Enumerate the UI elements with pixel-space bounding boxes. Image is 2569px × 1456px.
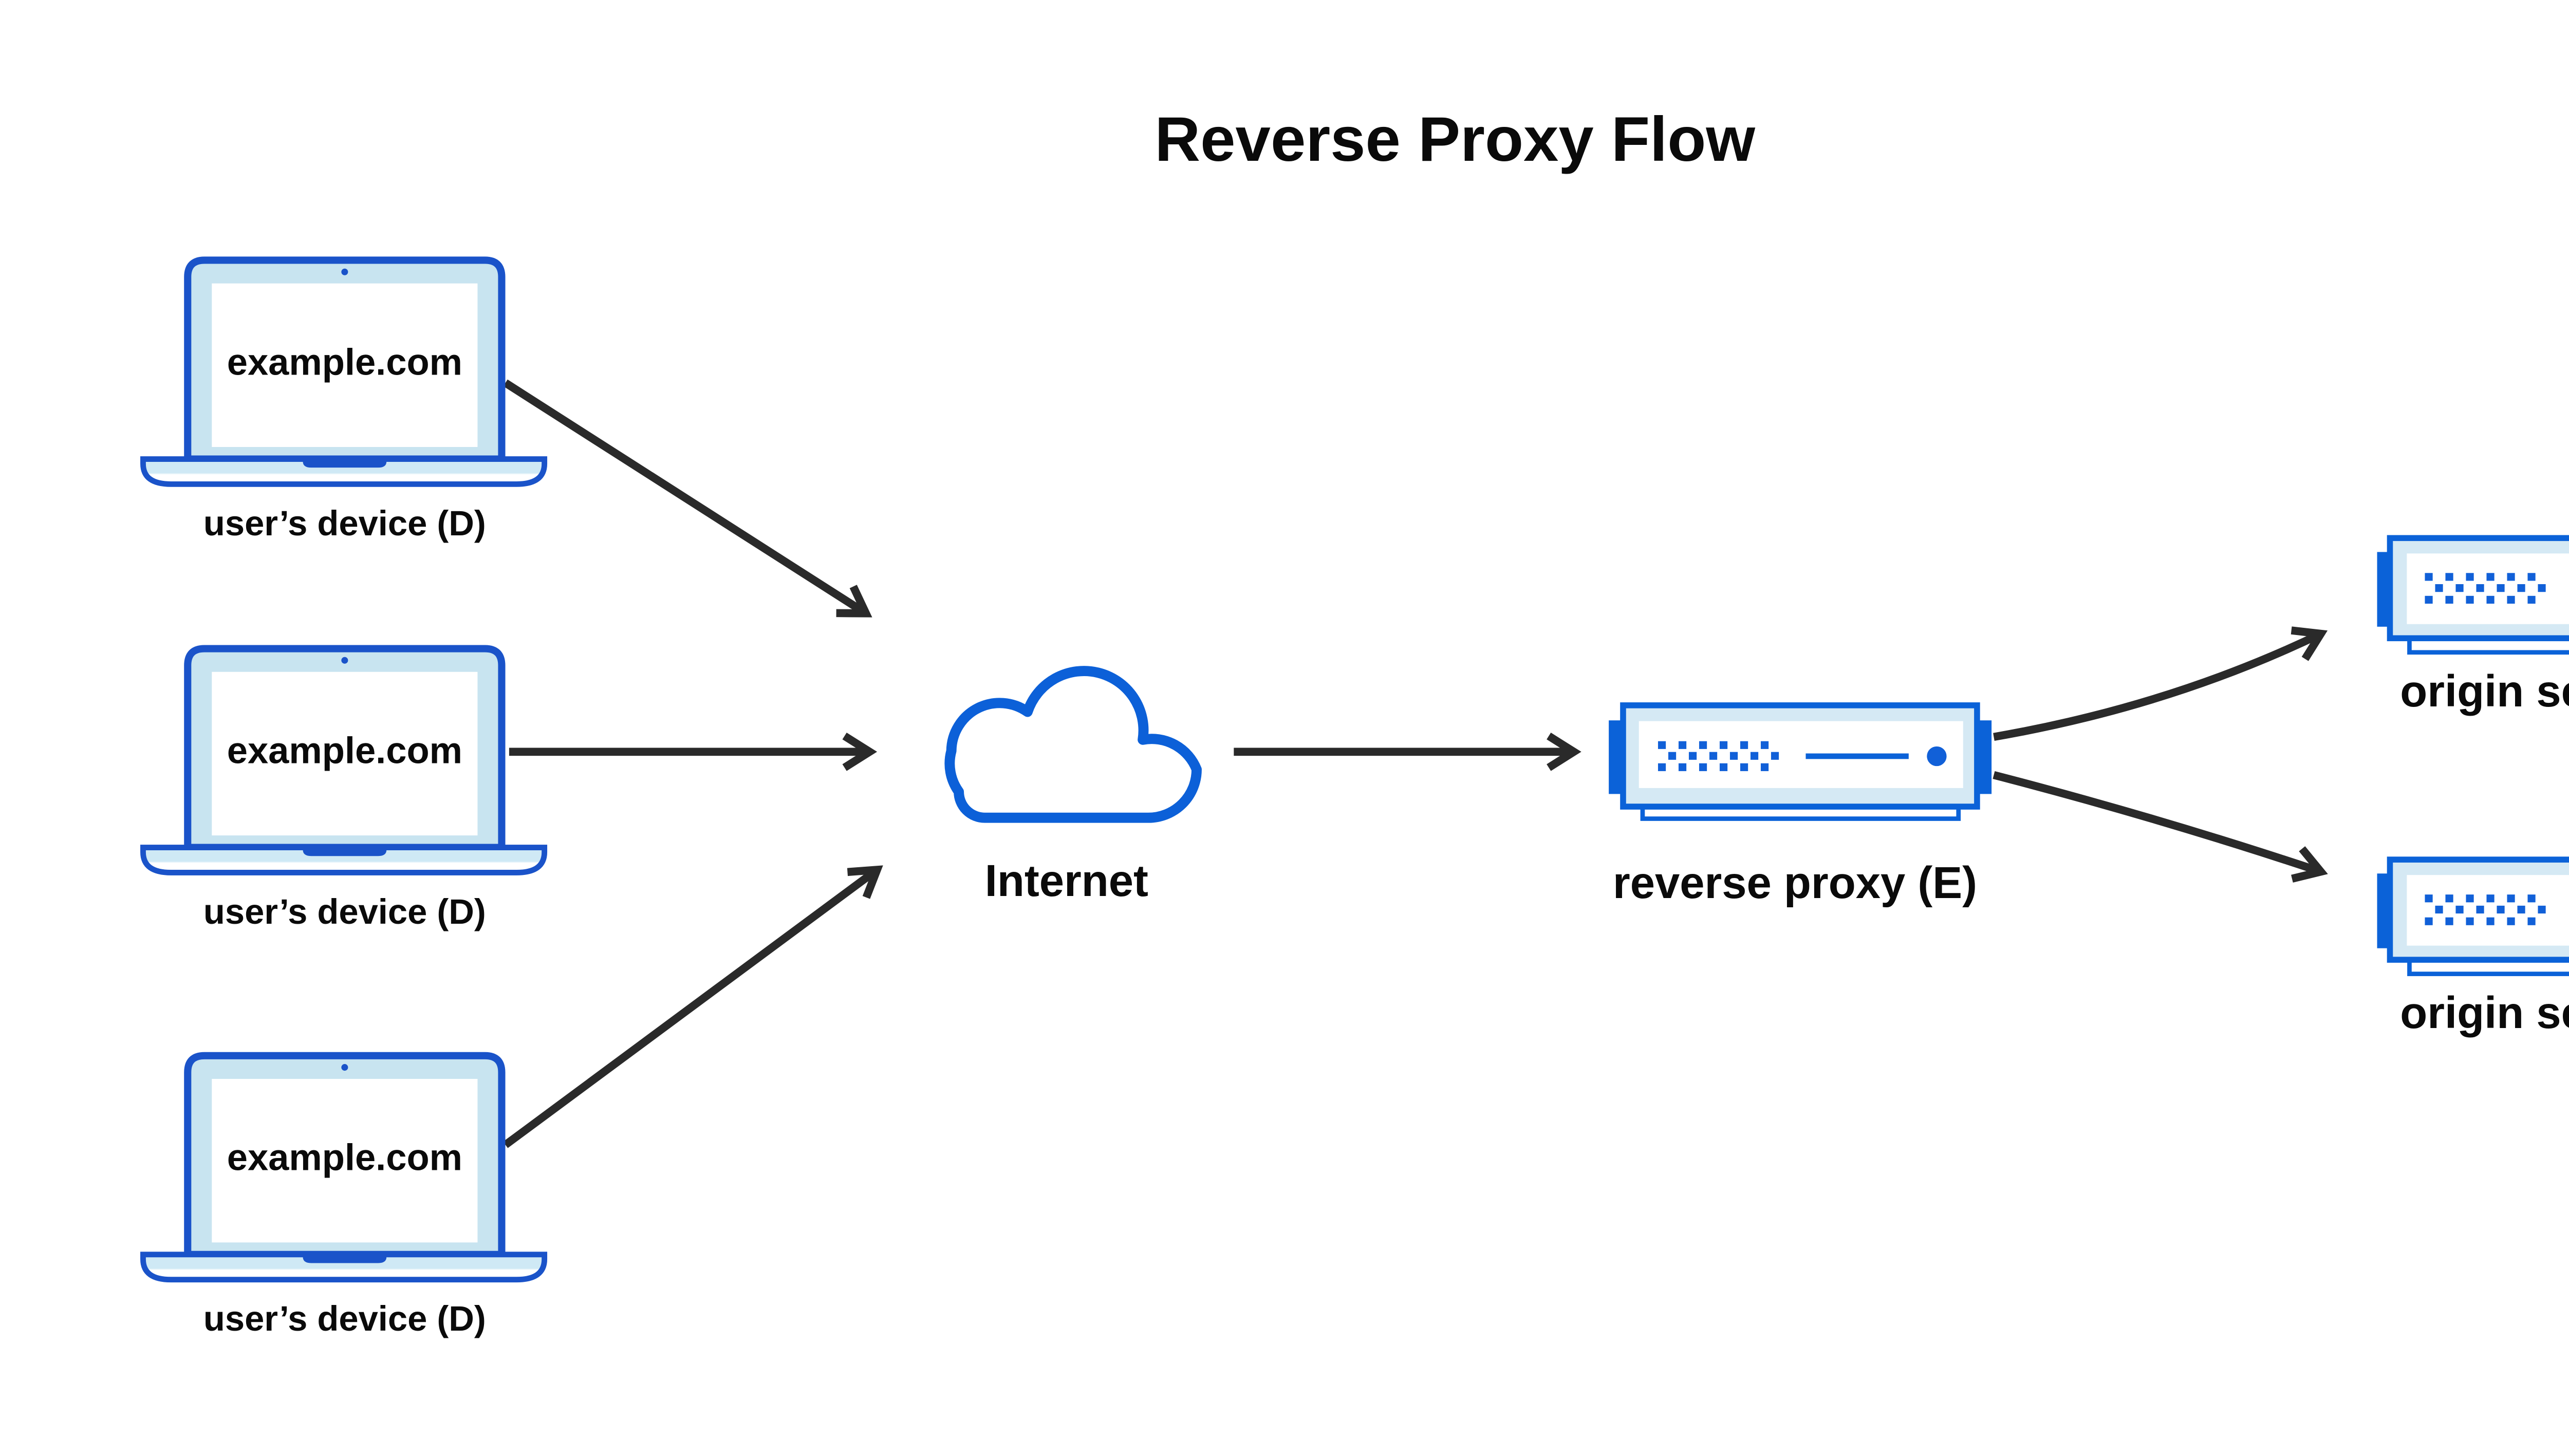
reverse-proxy-label: reverse proxy (E)	[1613, 858, 1977, 908]
diagram-title: Reverse Proxy Flow	[1155, 104, 1755, 175]
flow-arrows	[503, 379, 2328, 1148]
user-device-node-3: example.com user’s device (D)	[143, 1056, 544, 1338]
device-screen-text: example.com	[227, 1137, 462, 1179]
internet-label: Internet	[985, 856, 1148, 906]
user-device-node-2: example.com user’s device (D)	[143, 649, 544, 931]
device-label: user’s device (D)	[203, 1299, 486, 1338]
origin-server-node-1: origin server (F)	[2377, 535, 2569, 716]
origin-server-icon	[2377, 856, 2569, 976]
internet-cloud-icon	[944, 666, 1202, 823]
origin-server-icon	[2377, 535, 2569, 655]
device-screen-text: example.com	[227, 730, 462, 771]
origin-server-label: origin server (F)	[2400, 988, 2569, 1038]
device-label: user’s device (D)	[203, 892, 486, 931]
reverse-proxy-icon	[1609, 702, 1992, 821]
device-screen-text: example.com	[227, 342, 462, 383]
reverse-proxy-node: reverse proxy (E)	[1609, 702, 1992, 908]
arrow-device1-to-internet	[503, 379, 872, 618]
origin-server-node-2: origin server (F)	[2377, 856, 2569, 1038]
origin-server-label: origin server (F)	[2400, 666, 2569, 716]
arrow-proxy-to-origin1	[1993, 626, 2328, 741]
user-device-node-1: example.com user’s device (D)	[143, 260, 544, 543]
device-label: user’s device (D)	[203, 503, 486, 543]
arrow-proxy-to-origin2	[1993, 771, 2328, 883]
arrow-device3-to-internet	[503, 865, 883, 1148]
internet-node: Internet	[944, 666, 1202, 906]
